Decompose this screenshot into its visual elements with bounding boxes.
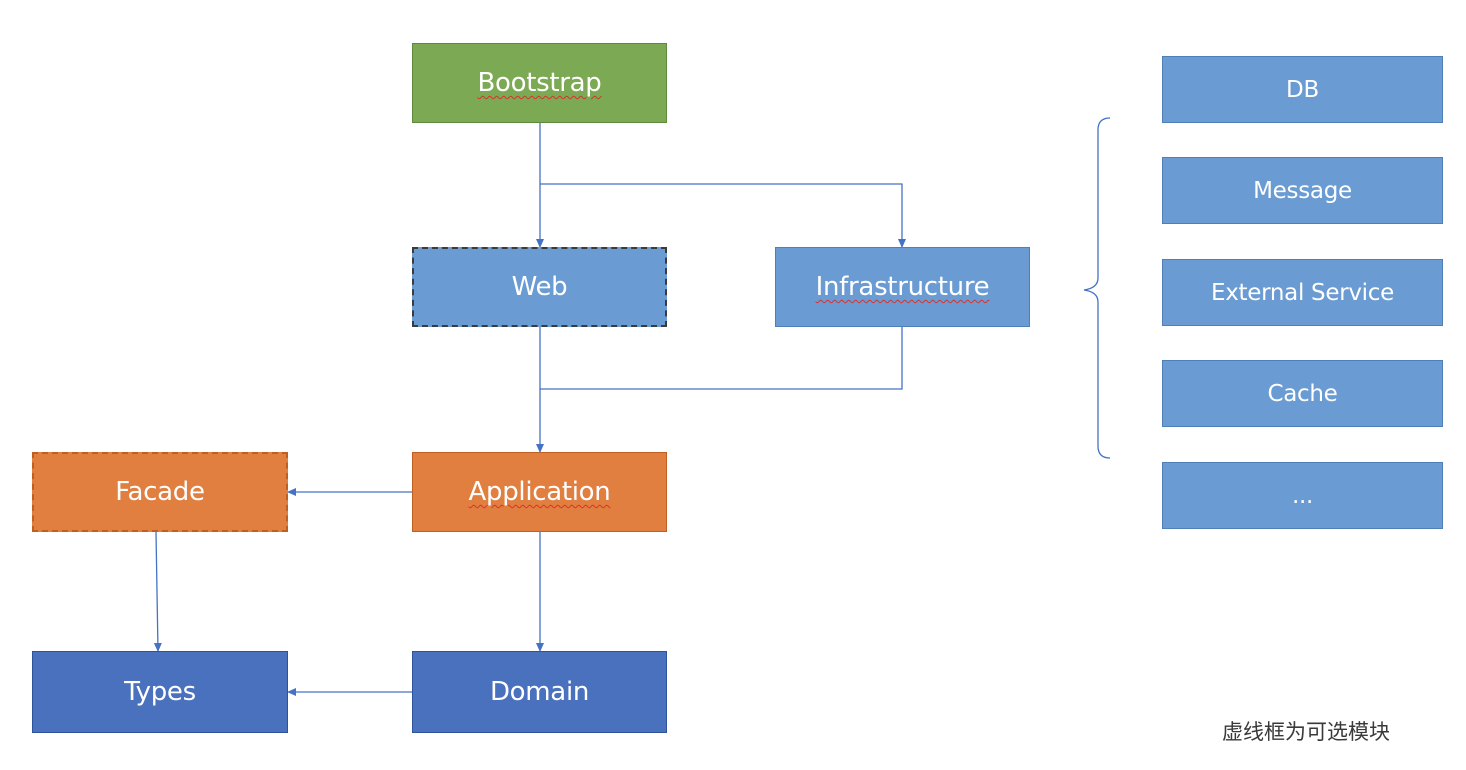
infra-item-label: External Service: [1211, 279, 1394, 306]
connector-facade-types: [153, 531, 162, 652]
infra-item-label: Cache: [1267, 380, 1338, 407]
infrastructure-brace: [1083, 117, 1111, 459]
infra-item-label: ...: [1291, 482, 1314, 509]
connector-infrastructure-application: [540, 327, 903, 390]
domain-module: Domain: [412, 651, 667, 733]
application-label: Application: [468, 477, 611, 507]
infra-item-more: ...: [1162, 462, 1443, 529]
infrastructure-module: Infrastructure: [775, 247, 1030, 327]
infra-item-label: Message: [1253, 177, 1352, 204]
types-label: Types: [124, 677, 196, 707]
infra-item-label: DB: [1286, 76, 1319, 103]
infra-item-external-service: External Service: [1162, 259, 1443, 326]
web-label: Web: [511, 272, 568, 302]
web-module: Web: [412, 247, 667, 327]
application-module: Application: [412, 452, 667, 532]
infrastructure-label: Infrastructure: [815, 272, 990, 302]
infra-item-cache: Cache: [1162, 360, 1443, 427]
bootstrap-label: Bootstrap: [477, 68, 602, 98]
domain-label: Domain: [489, 677, 590, 707]
infra-item-db: DB: [1162, 56, 1443, 123]
infra-item-message: Message: [1162, 157, 1443, 224]
optional-modules-note: 虚线框为可选模块: [1222, 720, 1390, 744]
facade-module: Facade: [32, 452, 288, 532]
bootstrap-module: Bootstrap: [412, 43, 667, 123]
facade-label: Facade: [115, 477, 205, 507]
types-module: Types: [32, 651, 288, 733]
connector-bootstrap-infrastructure: [540, 183, 906, 248]
